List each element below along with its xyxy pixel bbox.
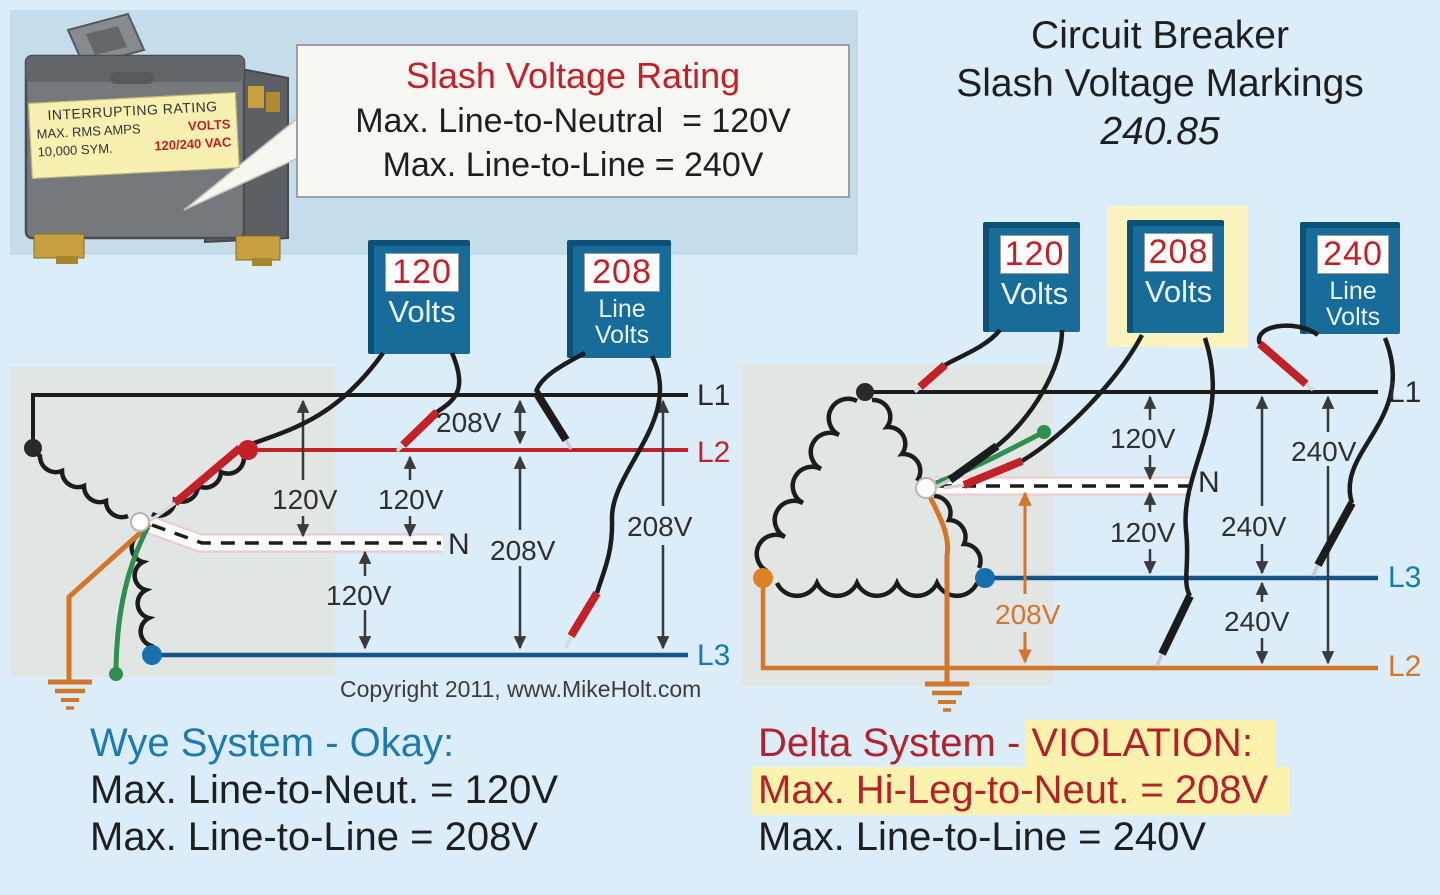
wye-caption-line1: Max. Line-to-Neut. = 120V: [90, 768, 559, 812]
breaker-lug: [33, 233, 85, 259]
meter-value: 120: [1004, 235, 1065, 273]
wye-line-to-neutral-meter: 120 Volts: [368, 240, 470, 354]
title-line2: Slash Voltage Markings: [956, 62, 1364, 105]
meter-unit: Line Volts: [1325, 277, 1381, 331]
interrupting-rating-label: INTERRUPTING RATING MAX. RMS AMPS VOLTS …: [28, 92, 240, 179]
delta-ground-dot: [1037, 425, 1051, 439]
delta-line-to-line-meter: 240 Line Volts: [1300, 222, 1400, 334]
wye-neutral-point: [130, 512, 150, 532]
delta-caption-title: Delta System - VIOLATION:: [758, 720, 1290, 768]
delta-l3-terminal: [975, 568, 995, 588]
meter-unit: Volts: [1000, 276, 1069, 311]
delta-caption-line2: Max. Line-to-Line = 240V: [758, 815, 1207, 859]
meter-unit: Line Volts: [594, 295, 650, 349]
delta-v-l3-l2: 240V: [1224, 606, 1290, 637]
meter-display: 208: [584, 253, 660, 292]
delta-neutral-point: [915, 477, 937, 499]
meter-unit: Volts: [1144, 274, 1213, 309]
wye-v-l2-n: 120V: [378, 484, 444, 515]
page-title: Circuit Breaker Slash Voltage Markings 2…: [880, 12, 1440, 156]
meter-value: 240: [1323, 235, 1383, 273]
code-section-number: 240.85: [1100, 110, 1220, 153]
slash-callout-title: Slash Voltage Rating: [405, 55, 741, 96]
delta-l1-terminal: [856, 383, 874, 401]
delta-line-to-neutral-meter: 120 Volts: [983, 222, 1080, 332]
wye-v-l1-l2: 208V: [436, 407, 502, 438]
meter-display: 240: [1317, 235, 1389, 274]
slash-voltage-callout: Slash Voltage Rating Max. Line-to-Neutra…: [296, 44, 850, 198]
delta-system-diagram: [753, 323, 1396, 712]
wye-line-to-line-meter: 208 Line Volts: [567, 240, 671, 358]
breaker-terminal: [266, 92, 280, 112]
wye-voltage-arrows: [296, 399, 670, 650]
breaker-amps-value: 10,000 SYM.: [37, 140, 114, 160]
wye-diagram-box: [10, 367, 335, 677]
delta-ground-symbol: [925, 681, 969, 712]
delta-caption-violation: VIOLATION:: [1025, 720, 1275, 768]
delta-v-l1-l2: 240V: [1291, 436, 1357, 467]
breaker-terminal: [248, 86, 264, 108]
wye-l1-label: L1: [697, 379, 731, 412]
wye-v-l1-n: 120V: [272, 484, 338, 515]
wye-v-l2-l3: 208V: [490, 535, 556, 566]
wye-l3-label: L3: [697, 639, 731, 672]
meter-value: 208: [592, 253, 652, 291]
title-line1: Circuit Breaker: [1031, 14, 1289, 57]
delta-caption: Delta System - VIOLATION: Max. Hi-Leg-to…: [752, 720, 1291, 861]
wye-system-diagram: [24, 351, 688, 710]
wye-l1-line: [31, 393, 688, 448]
breaker-lug: [235, 235, 281, 261]
delta-test-leads: [913, 323, 1396, 667]
delta-hileg-meter: 208 Volts: [1127, 220, 1224, 333]
meter-display: 120: [1000, 235, 1069, 274]
slash-callout-line1: Max. Line-to-Neutral = 120V: [355, 102, 791, 140]
delta-v-n-l3: 120V: [1110, 517, 1176, 548]
wye-v-n-l3: 120V: [326, 580, 392, 611]
meter-value: 208: [1148, 233, 1209, 271]
wye-l2-terminal: [238, 440, 258, 460]
delta-l2-label: L2: [1388, 650, 1422, 683]
wye-caption-title: Wye System - Okay:: [90, 721, 455, 765]
delta-voltage-arrows: [1143, 395, 1335, 665]
wye-caption: Wye System - Okay: Max. Line-to-Neut. = …: [90, 720, 558, 861]
delta-neutral-label: N: [1198, 466, 1220, 499]
delta-ground-wire: [927, 495, 951, 682]
wye-neutral-conductor: [144, 515, 443, 553]
delta-l2-line: [760, 578, 1378, 671]
delta-l2-terminal: [753, 568, 773, 588]
meter-unit: Volts: [388, 294, 456, 329]
wye-caption-line2: Max. Line-to-Line = 208V: [90, 815, 539, 859]
delta-v-hileg-n: 208V: [995, 599, 1061, 630]
delta-equipment-ground-wire: [935, 431, 1042, 486]
copyright-text: Copyright 2011, www.MikeHolt.com: [340, 676, 702, 702]
meter-display: 120: [385, 253, 459, 292]
meter-display: 208: [1144, 233, 1213, 272]
wye-equipment-ground-wire: [113, 525, 151, 669]
wye-l2-label: L2: [697, 436, 731, 469]
delta-v-l1-l3: 240V: [1221, 511, 1287, 542]
delta-caption-line1: Max. Hi-Leg-to-Neut. = 208V: [752, 767, 1291, 815]
wye-neutral-label: N: [448, 528, 470, 561]
wye-test-leads: [148, 351, 663, 649]
delta-v-l1-n: 120V: [1110, 423, 1176, 454]
delta-hileg-rule: Max. Hi-Leg-to-Neut. = 208V: [752, 767, 1291, 815]
breaker-amps-label: MAX. RMS AMPS: [36, 121, 141, 142]
wye-ground-wire: [66, 522, 152, 680]
delta-windings: [754, 396, 983, 599]
delta-l1-label: L1: [1388, 376, 1422, 409]
delta-caption-prefix: Delta System -: [758, 721, 1032, 765]
wye-l1-terminal: [24, 439, 42, 457]
wye-ground-symbol: [48, 679, 92, 710]
delta-diagram-box: [742, 364, 1054, 686]
slash-callout-line2: Max. Line-to-Line = 240V: [382, 146, 764, 184]
meter-value: 120: [392, 253, 452, 291]
breaker-volts-value: 120/240 VAC: [153, 134, 232, 154]
breaker-volts-label: VOLTS: [187, 116, 231, 134]
wye-l3-terminal: [142, 645, 162, 665]
wye-ground-dot: [109, 667, 123, 681]
wye-v-l1-l3: 208V: [627, 511, 693, 542]
delta-l3-label: L3: [1388, 561, 1422, 594]
